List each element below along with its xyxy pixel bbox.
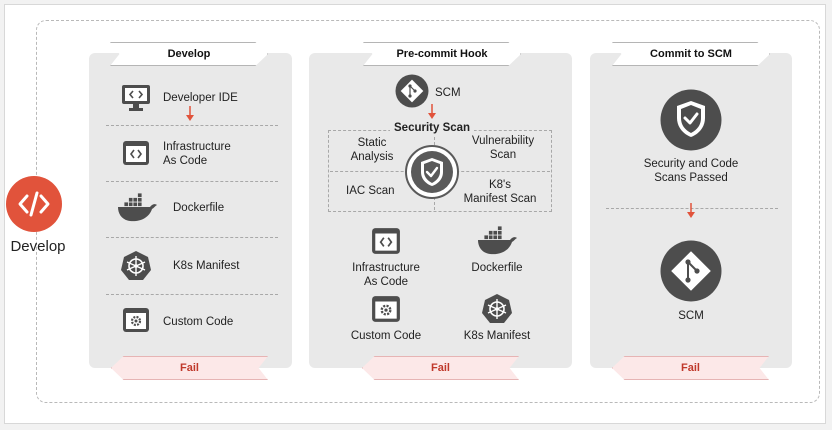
develop-fail-label: Fail: [180, 362, 199, 374]
code-window-icon: [372, 228, 400, 254]
flow-arrow: [186, 106, 194, 121]
precommit-fail-label: Fail: [431, 362, 450, 374]
commit-fail: Fail: [612, 356, 769, 380]
code-window-icon: [123, 141, 149, 165]
kubernetes-icon: [482, 294, 512, 323]
docker-icon: [118, 193, 157, 222]
precommit-title: Pre-commit Hook: [396, 48, 488, 60]
shield-check-icon: [660, 89, 722, 151]
docker-icon: [478, 226, 517, 255]
develop-badge-label: Develop: [10, 238, 66, 255]
item-custom-code: Custom Code: [163, 316, 234, 328]
git-icon: [660, 240, 722, 302]
code-icon: [18, 191, 50, 217]
scans-passed-label: Security and Code Scans Passed: [643, 158, 739, 184]
commit-header: Commit to SCM: [612, 42, 770, 66]
precommit-scm-label: SCM: [435, 87, 461, 99]
precommit-item-iac: Infrastructure As Code: [352, 262, 420, 288]
divider: [106, 125, 278, 126]
item-developer-ide: Developer IDE: [163, 92, 238, 104]
git-icon: [395, 74, 429, 108]
commit-title: Commit to SCM: [650, 48, 732, 60]
item-dockerfile: Dockerfile: [173, 202, 225, 214]
develop-fail: Fail: [111, 356, 268, 380]
shield-check-icon: [405, 145, 459, 199]
scan-iac: IAC Scan: [346, 185, 395, 197]
precommit-item-k8s-manifest: K8s Manifest: [463, 330, 531, 342]
precommit-header: Pre-commit Hook: [363, 42, 521, 66]
security-scan-title: Security Scan: [390, 121, 475, 135]
gear-window-icon: [123, 308, 149, 332]
commit-fail-label: Fail: [681, 362, 700, 374]
precommit-fail: Fail: [362, 356, 519, 380]
monitor-code-icon: [122, 85, 150, 111]
divider: [106, 294, 278, 295]
item-k8s-manifest: K8s Manifest: [173, 260, 240, 272]
develop-header: Develop: [110, 42, 268, 66]
commit-scm-label: SCM: [678, 310, 704, 322]
flow-arrow: [687, 203, 695, 218]
precommit-panel: [309, 53, 572, 368]
divider: [106, 237, 278, 238]
kubernetes-icon: [121, 251, 151, 280]
divider: [106, 181, 278, 182]
scan-k8s-manifest: K8's Manifest Scan: [463, 179, 537, 205]
gear-window-icon: [372, 296, 400, 322]
item-infrastructure-as-code: Infrastructure As Code: [163, 141, 231, 167]
flow-arrow: [428, 104, 436, 119]
develop-title: Develop: [167, 48, 211, 60]
develop-badge: [6, 176, 62, 232]
scan-static-analysis: Static Analysis: [350, 137, 394, 163]
divider: [606, 208, 778, 209]
scan-vulnerability: Vulnerability Scan: [471, 135, 535, 161]
precommit-item-custom-code: Custom Code: [350, 330, 422, 342]
precommit-item-dockerfile: Dockerfile: [471, 262, 523, 274]
